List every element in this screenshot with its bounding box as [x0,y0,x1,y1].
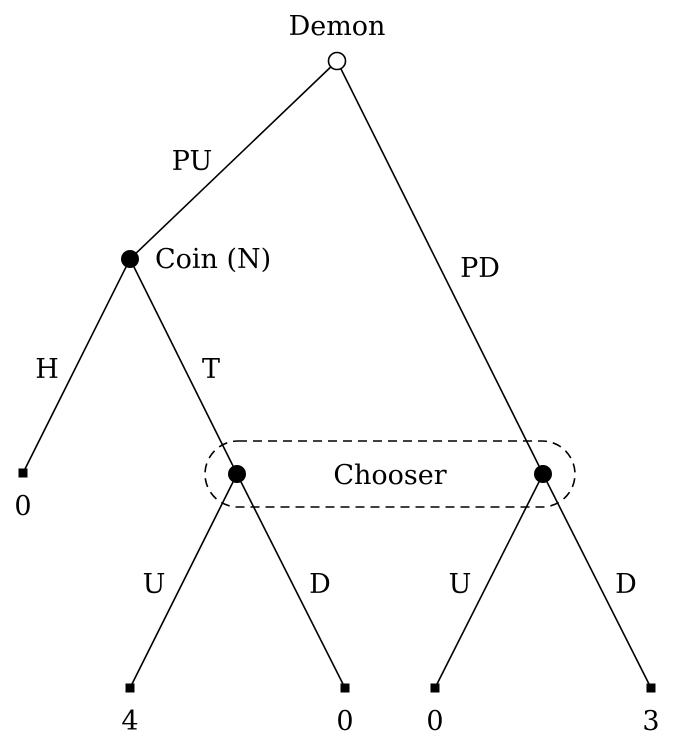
edge-label-pu: PU [172,146,212,177]
edge-d-left [236,473,346,689]
edge-label-pd: PD [460,253,500,284]
payoff-td: 0 [336,706,353,737]
edge-u-right [434,473,544,689]
edge-label-t: T [202,354,220,385]
edge-t [129,258,238,475]
chooser-node-right [534,465,552,483]
payoff-pdu: 0 [426,706,443,737]
root-node [327,51,347,71]
root-label: Demon [289,11,386,42]
chooser-label: Chooser [333,460,446,491]
edge-u-left [129,473,238,689]
edge-label-u-right: U [449,569,472,600]
terminal-node-tu [125,683,135,693]
terminal-node-td [340,683,350,693]
edge-pu [129,60,338,260]
terminal-node-pdd [646,683,656,693]
coin-label: Coin (N) [155,244,271,275]
coin-node [121,250,139,268]
edge-label-h: H [35,354,59,385]
payoff-pdd: 3 [642,706,659,737]
payoff-h: 0 [14,491,31,522]
edge-label-d-left: D [309,569,331,600]
chooser-node-left [228,465,246,483]
edge-d-right [542,473,652,689]
payoff-tu: 4 [121,706,138,737]
chooser-information-set [204,440,576,508]
edge-h [22,258,131,474]
edge-label-d-right: D [615,569,637,600]
terminal-node-pdu [430,683,440,693]
edge-label-u-left: U [143,569,166,600]
terminal-node-h [18,468,28,478]
edge-pd [336,60,544,475]
